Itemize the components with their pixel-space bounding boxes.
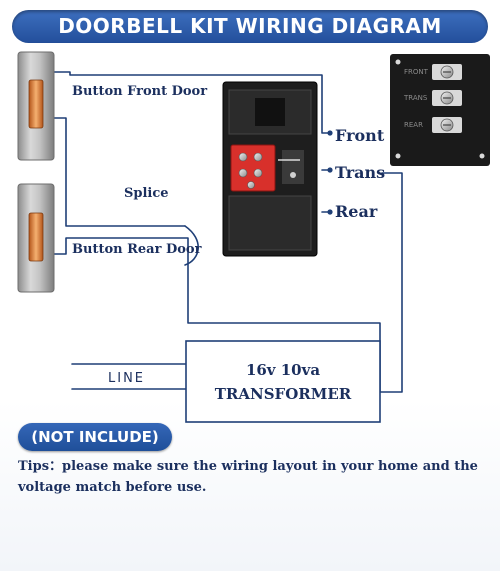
title-banner: DOORBELL KIT WIRING DIAGRAM — [12, 10, 488, 43]
chime-unit — [222, 81, 318, 257]
wires — [39, 71, 403, 393]
rear-terminal-label: Rear — [335, 202, 378, 221]
terminal-label-trans: TRANS — [403, 94, 428, 102]
transformer-label-line1: 16v 10va — [245, 361, 321, 379]
tips-text: Tips：please make sure the wiring layout … — [18, 459, 478, 495]
front-terminal-dot — [327, 130, 333, 136]
not-included-text: (NOT INCLUDE) — [31, 428, 159, 446]
chime-terminal-screws — [238, 152, 263, 189]
button-rear-door-label: Button Rear Door — [72, 242, 202, 257]
not-included-badge: (NOT INCLUDE) — [18, 423, 172, 451]
wire-trans-to-transformer — [379, 172, 403, 393]
transformer-label-line2: TRANSFORMER — [214, 385, 352, 403]
diagram-title: DOORBELL KIT WIRING DIAGRAM — [58, 14, 442, 38]
front-terminal-label: Front — [335, 126, 385, 145]
trans-terminal-label: Trans — [335, 163, 386, 182]
button-front-door-label: Button Front Door — [72, 84, 208, 99]
terminal-label-rear: REAR — [404, 121, 423, 129]
terminal-label-front: FRONT — [404, 68, 429, 76]
terminal-dots — [327, 130, 333, 215]
line-label: LINE — [108, 371, 146, 386]
trans-terminal-dot — [327, 167, 333, 173]
front-door-button — [17, 51, 55, 161]
rear-terminal-dot — [327, 209, 333, 215]
wire-front-button-top — [39, 71, 331, 134]
splice-label: Splice — [124, 186, 169, 201]
terminal-block: FRONT TRANS REAR — [390, 54, 490, 166]
wire-rear-button — [39, 237, 381, 393]
wire-front-button-lower — [39, 117, 186, 227]
transformer-box — [185, 340, 381, 423]
rear-door-button — [17, 183, 55, 293]
